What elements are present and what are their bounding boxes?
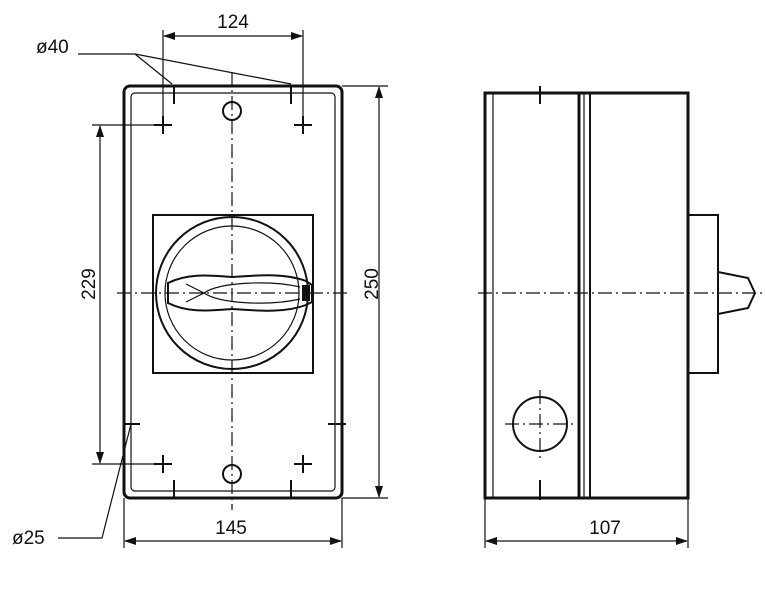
dimension-250: 250 — [342, 85, 388, 499]
knockout-ticks — [124, 86, 346, 498]
dim-label-dia40: ø40 — [36, 37, 69, 58]
dimension-dia25: ø25 — [12, 423, 132, 549]
side-view — [478, 86, 765, 500]
dimension-229: 229 — [79, 124, 163, 465]
dim-label-250: 250 — [362, 268, 383, 300]
dimension-124: 124 — [162, 12, 304, 116]
knob-handle — [167, 274, 313, 312]
dim-label-dia25: ø25 — [12, 528, 45, 549]
dim-label-124: 124 — [217, 12, 249, 33]
switch-faceplate — [152, 214, 314, 374]
front-view — [117, 72, 350, 510]
side-cover — [579, 91, 690, 500]
dim-label-229: 229 — [79, 268, 100, 300]
dimension-dia40: ø40 — [36, 37, 292, 85]
dimension-145: 145 — [123, 498, 343, 548]
front-enclosure-outer — [122, 84, 344, 500]
dim-label-107: 107 — [589, 518, 621, 539]
dimension-107: 107 — [484, 498, 689, 548]
side-body — [483, 91, 581, 500]
side-knob-boss — [687, 214, 719, 374]
mounting-hole-marks — [154, 116, 312, 473]
front-enclosure-inner — [130, 92, 336, 492]
dim-label-145: 145 — [215, 518, 247, 539]
